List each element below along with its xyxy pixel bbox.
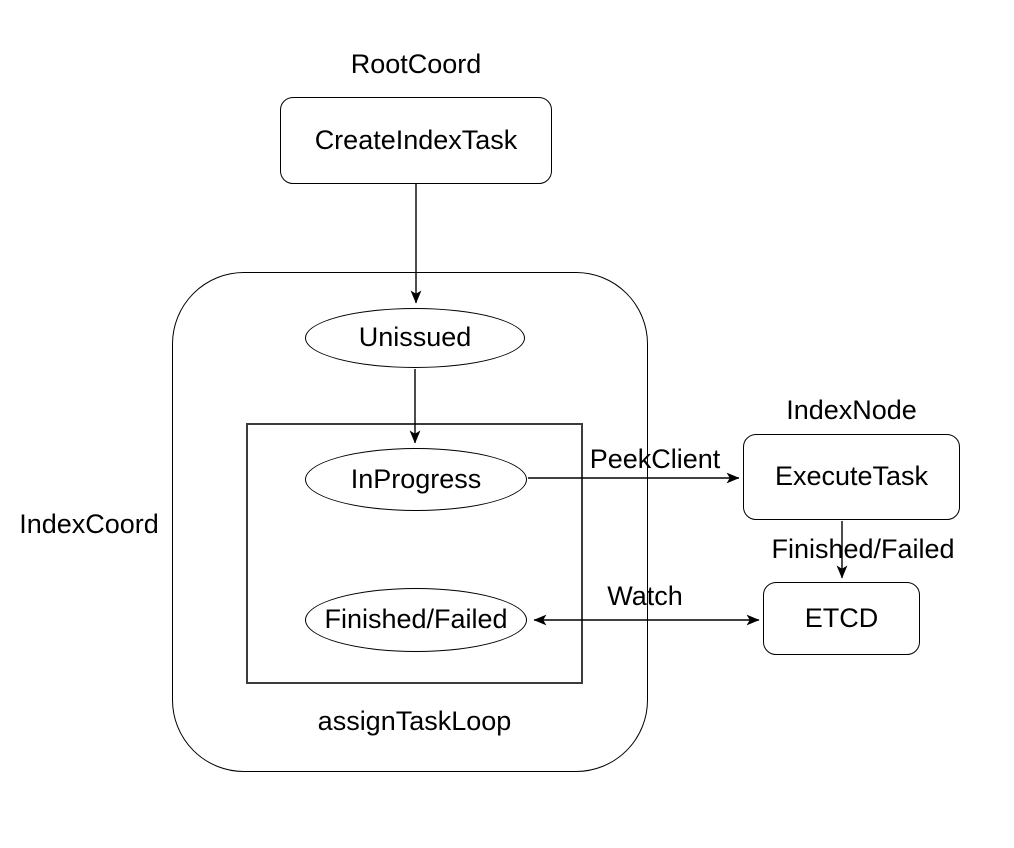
execute-task-label: ExecuteTask: [774, 461, 929, 492]
indexnode-group-label: IndexNode: [786, 395, 917, 425]
indexcoord-group-container: [172, 272, 648, 772]
etcd-label: ETCD: [804, 602, 879, 633]
inprogress-state-node: InProgress: [305, 448, 527, 511]
unissued-state-label: Unissued: [358, 322, 472, 353]
unissued-state-node: Unissued: [305, 308, 525, 368]
assigntaskloop-group-label: assignTaskLoop: [317, 706, 512, 736]
create-index-task-label: CreateIndexTask: [314, 124, 518, 155]
rootcoord-group-label: RootCoord: [350, 49, 482, 79]
execute-task-node: ExecuteTask: [743, 434, 960, 520]
finished-failed-state-node: Finished/Failed: [305, 588, 527, 652]
etcd-node: ETCD: [763, 582, 920, 655]
inprogress-state-label: InProgress: [350, 463, 482, 494]
edge-peekclient-label: PeekClient: [589, 444, 721, 474]
edge-watch-label: Watch: [607, 581, 683, 611]
create-index-task-node: CreateIndexTask: [280, 97, 552, 184]
edge-finished-failed-label: Finished/Failed: [771, 534, 955, 564]
finished-failed-state-label: Finished/Failed: [324, 604, 508, 635]
indexcoord-group-label: IndexCoord: [19, 509, 159, 539]
